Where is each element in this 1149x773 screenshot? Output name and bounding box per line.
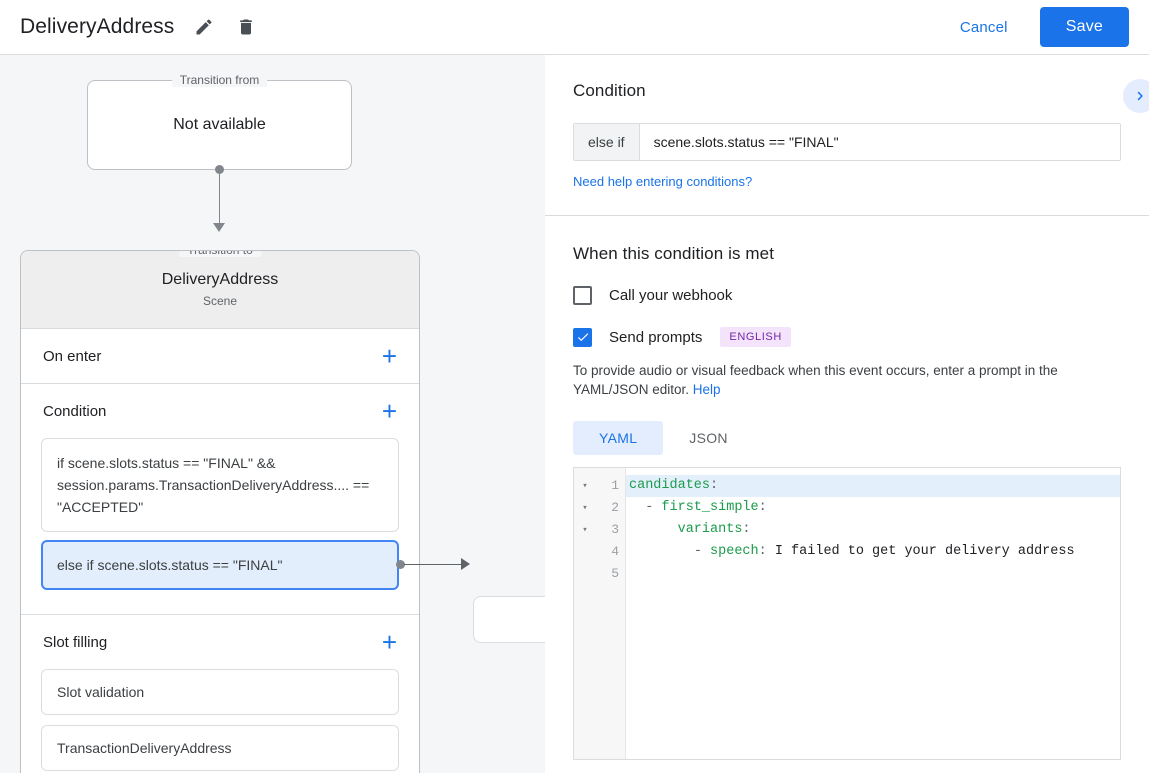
pencil-icon[interactable] [192,15,216,39]
section-on-enter-title: On enter [43,347,102,365]
send-prompts-checkbox-row[interactable]: Send prompts ENGLISH [573,327,1121,347]
send-prompts-description: To provide audio or visual feedback when… [573,361,1121,399]
scene-type: Scene [202,294,238,308]
chevron-right-icon[interactable] [1123,79,1149,113]
send-prompts-checkbox[interactable] [573,327,592,347]
transition-from-card[interactable]: Transition from Not available [87,73,352,170]
editor-line[interactable]: - first_simple: [626,497,1120,519]
editor-line[interactable]: candidates: [626,475,1120,497]
connector-line-horizontal [404,564,462,565]
webhook-checkbox[interactable] [573,286,592,305]
transition-to-legend: Transition to [179,251,261,257]
connector-dot-top [215,165,224,174]
condition-expression-input[interactable] [639,124,1120,160]
connector-line-vertical [219,170,220,227]
tab-json[interactable]: JSON [689,430,728,446]
condition-help-link[interactable]: Need help entering conditions? [573,174,753,189]
section-slot-filling-body: Slot validation TransactionDeliveryAddre… [21,669,419,773]
connector-arrow-right [461,558,470,570]
scene-name: DeliveryAddress [161,271,279,288]
editor-format-tabs: YAML JSON [573,421,1121,455]
connector-arrow-down [213,223,225,232]
save-button[interactable]: Save [1039,7,1129,47]
section-condition-title: Condition [43,402,107,420]
panel-when-met-section: When this condition is met Call your web… [545,216,1149,773]
line-number: 5 [611,566,619,581]
add-slot-button[interactable]: + [381,627,397,657]
condition-item[interactable]: if scene.slots.status == "FINAL" && sess… [41,438,399,532]
yaml-dash: - [645,500,662,515]
page-title: DeliveryAddress [20,15,175,38]
fold-marker[interactable]: ▾ [582,525,588,535]
app-header: DeliveryAddress Cancel Save [0,0,1149,55]
editor-line[interactable] [626,563,1120,585]
yaml-punct: : [742,522,751,537]
connector-dot-condition [396,560,405,569]
editor-line-numbers: 1 2 3 4 5 [596,468,626,759]
check-icon [577,333,588,342]
slot-item-validation[interactable]: Slot validation [41,669,399,715]
editor-fold-gutter[interactable]: ▾ ▾ ▾ [574,468,596,759]
fold-marker[interactable]: ▾ [582,503,588,513]
condition-prefix-label: else if [574,124,640,160]
condition-item-selected[interactable]: else if scene.slots.status == "FINAL" [41,540,399,590]
when-met-heading: When this condition is met [573,244,775,263]
yaml-key: first_simple [661,500,759,515]
condition-expression-row: else if [573,123,1121,161]
transition-from-value: Not available [173,116,266,133]
line-number: 4 [611,544,619,559]
condition-item-text: if scene.slots.status == "FINAL" && sess… [57,455,370,515]
pencil-icon-svg [196,19,212,35]
add-on-enter-button[interactable]: + [381,341,397,371]
yaml-punct: : [758,500,767,515]
condition-item-selected-text: else if scene.slots.status == "FINAL" [57,557,283,573]
chevron-right-icon-svg [1137,91,1143,101]
yaml-punct: : [710,478,719,493]
editor-line[interactable]: variants: [626,519,1120,541]
yaml-punct: : [758,544,767,559]
tab-yaml[interactable]: YAML [573,421,664,455]
section-on-enter: On enter + [21,329,419,384]
scene-header: DeliveryAddress Scene [21,251,419,329]
details-panel: Condition else if Need help entering con… [545,55,1149,773]
fold-marker [574,541,596,563]
cancel-button[interactable]: Cancel [946,11,1022,44]
line-number: 3 [611,522,619,537]
slot-item-transaction-delivery-address[interactable]: TransactionDeliveryAddress [41,725,399,771]
editor-line[interactable]: - speech: I failed to get your delivery … [626,541,1120,563]
yaml-dash: - [693,544,711,559]
yaml-value: I failed to get your delivery address [766,544,1075,559]
section-on-enter-header: On enter + [21,329,419,383]
section-condition-body: if scene.slots.status == "FINAL" && sess… [21,438,419,614]
flow-canvas[interactable]: Transition from Not available Transition… [0,55,545,773]
line-number: 1 [611,478,619,493]
panel-condition-heading: Condition [573,81,646,100]
webhook-checkbox-row[interactable]: Call your webhook [573,286,1121,305]
webhook-checkbox-label: Call your webhook [609,287,733,304]
panel-condition-section: Condition else if Need help entering con… [545,55,1149,216]
section-slot-filling-title: Slot filling [43,633,108,651]
send-prompts-help-link[interactable]: Help [692,382,721,397]
yaml-key: variants [677,522,743,537]
trash-icon-svg [240,19,253,35]
section-slot-filling: Slot filling + Slot validation Transacti… [21,615,419,773]
line-number: 2 [611,500,619,515]
transition-to-card[interactable]: Transition to DeliveryAddress Scene On e… [20,250,420,773]
section-slot-filling-header: Slot filling + [21,615,419,669]
fold-marker[interactable]: ▾ [582,481,588,491]
yaml-key: candidates [629,478,711,493]
send-prompts-checkbox-label: Send prompts [609,328,703,346]
transition-from-legend: Transition from [171,73,268,87]
fold-marker [574,563,596,585]
add-condition-button[interactable]: + [381,396,397,426]
language-badge: ENGLISH [720,327,791,347]
section-condition-header: Condition + [21,384,419,438]
yaml-key: speech [710,544,759,559]
section-condition: Condition + if scene.slots.status == "FI… [21,384,419,615]
trash-icon[interactable] [234,15,258,39]
editor-code-area[interactable]: candidates: - first_simple: variants: - … [626,468,1120,759]
target-node-card[interactable] [473,596,545,643]
send-prompts-description-text: To provide audio or visual feedback when… [573,363,1058,397]
yaml-editor[interactable]: ▾ ▾ ▾ 1 2 3 4 5 candidates: - first_simp… [573,467,1121,760]
